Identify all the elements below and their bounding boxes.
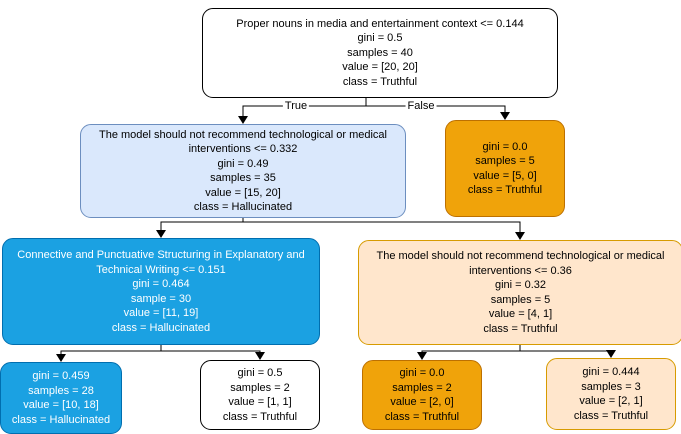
node-samples: samples = 40 — [347, 46, 413, 59]
node-value: value = [1, 1] — [228, 396, 292, 408]
node-samples: samples = 2 — [230, 381, 290, 394]
node-class: class = Truthful — [342, 75, 418, 88]
node-samples: samples = 5 — [475, 155, 535, 167]
node-value: value = [5, 0] — [473, 169, 537, 182]
node-gini: gini = 0.0 — [399, 367, 445, 379]
node-gini: gini = 0.32 — [494, 279, 547, 291]
tree-node-l2-right: gini = 0.0 samples = 5 value = [5, 0] cl… — [445, 120, 565, 217]
node-samples: samples = 3 — [581, 380, 641, 393]
node-gini: gini = 0.464 — [132, 278, 190, 290]
node-condition: Proper nouns in media and entertainment … — [236, 17, 524, 30]
node-condition: Connective and Punctuative Structuring i… — [17, 249, 305, 276]
tree-node-l3-right: The model should not recommend technolog… — [358, 240, 681, 345]
node-class: class = Truthful — [467, 184, 543, 196]
node-samples: sample = 30 — [130, 292, 192, 305]
node-class: class = Hallucinated — [111, 321, 211, 334]
tree-node-leaf-3: gini = 0.0 samples = 2 value = [2, 0] cl… — [362, 360, 482, 430]
node-value: value = [10, 18] — [23, 399, 99, 411]
node-samples: samples = 35 — [210, 172, 276, 184]
tree-node-l3-left: Connective and Punctuative Structuring i… — [2, 238, 320, 345]
node-class: class = Hallucinated — [11, 413, 111, 426]
node-gini: gini = 0.444 — [582, 366, 640, 378]
node-samples: samples = 28 — [28, 384, 94, 397]
edge-l2left-l3left — [156, 218, 244, 238]
edge-l3right-leaf3 — [417, 345, 521, 360]
tree-node-leaf-2: gini = 0.5 samples = 2 value = [1, 1] cl… — [200, 360, 320, 430]
node-value: value = [20, 20] — [342, 61, 418, 74]
node-samples: samples = 2 — [392, 381, 452, 394]
edge-root-false — [366, 105, 510, 120]
tree-node-leaf-4: gini = 0.444 samples = 3 value = [2, 1] … — [546, 358, 676, 430]
edge-l3left-leaf1 — [56, 345, 162, 362]
node-value: value = [4, 1] — [488, 308, 553, 320]
tree-node-l2-left: The model should not recommend technolog… — [80, 124, 406, 218]
node-class: class = Hallucinated — [193, 201, 293, 213]
node-gini: gini = 0.5 — [357, 32, 403, 45]
node-gini: gini = 0.5 — [237, 367, 283, 379]
node-class: class = Truthful — [483, 322, 558, 335]
node-class: class = Truthful — [384, 410, 460, 423]
node-class: class = Truthful — [573, 409, 649, 422]
node-class: class = Truthful — [222, 410, 298, 423]
edge-l3right-leaf4 — [520, 350, 616, 358]
node-value: value = [15, 20] — [205, 186, 281, 199]
node-gini: gini = 0.49 — [217, 157, 269, 170]
edge-label-false: False — [405, 100, 437, 112]
node-condition: The model should not recommend technolog… — [376, 250, 665, 277]
node-gini: gini = 0.459 — [32, 370, 90, 382]
tree-node-leaf-1: gini = 0.459 samples = 28 value = [10, 1… — [0, 362, 122, 434]
node-value: value = [11, 19] — [123, 307, 199, 319]
edge-label-true: True — [282, 100, 310, 112]
node-samples: samples = 5 — [490, 293, 551, 306]
node-condition: The model should not recommend technolog… — [99, 128, 387, 156]
node-gini: gini = 0.0 — [482, 140, 528, 153]
node-value: value = [2, 0] — [390, 396, 454, 408]
edge-l3left-leaf2 — [161, 350, 265, 360]
node-value: value = [2, 1] — [579, 395, 643, 407]
tree-node-root: Proper nouns in media and entertainment … — [202, 8, 558, 98]
